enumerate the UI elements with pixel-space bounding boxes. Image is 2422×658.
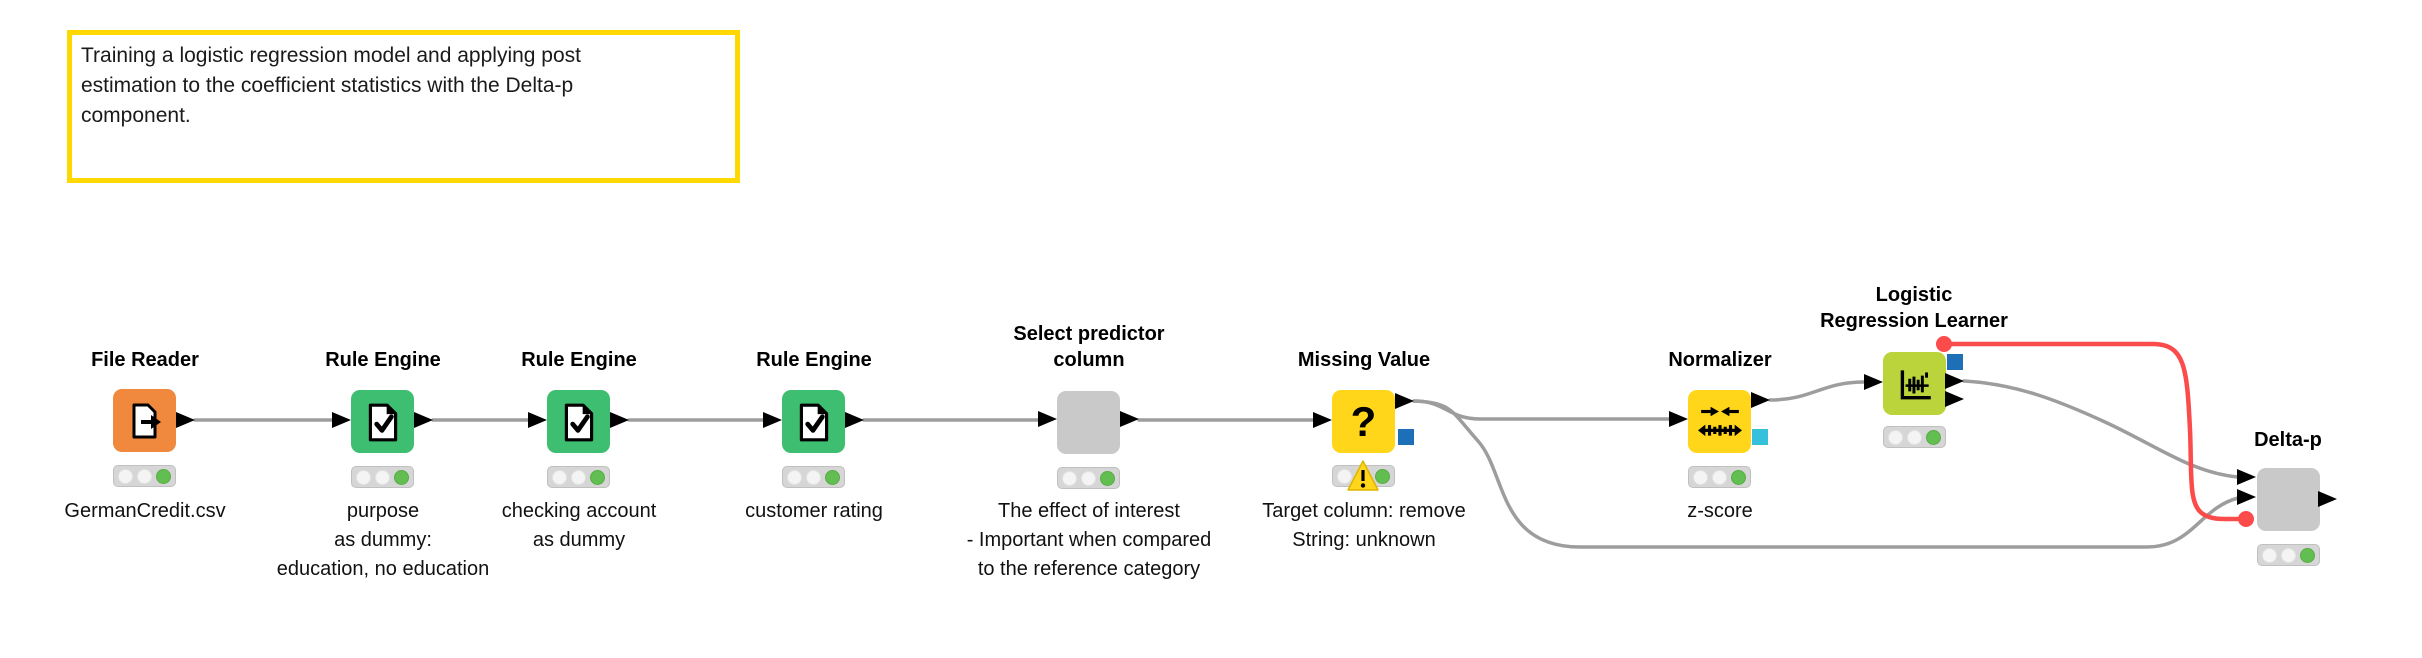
port-in-flow-variable-delta-p[interactable] xyxy=(2238,511,2254,527)
node-title-rule-engine-3[interactable]: Rule Engine xyxy=(756,349,872,371)
node-title-rule-engine-2[interactable]: Rule Engine xyxy=(521,349,637,371)
node-rule-engine-2[interactable] xyxy=(547,390,610,453)
file-export-icon xyxy=(132,403,161,438)
node-missing-value[interactable]: ? xyxy=(1332,390,1395,453)
status-dot-green xyxy=(394,469,409,485)
status-light-rule-engine-2 xyxy=(547,466,610,488)
port-in-1-delta-p[interactable] xyxy=(2237,469,2256,485)
port-in-rule-engine-2[interactable] xyxy=(528,412,547,428)
port-out-rule-engine-3[interactable] xyxy=(845,412,864,428)
node-title-file-reader[interactable]: File Reader xyxy=(91,349,199,371)
workflow-annotation[interactable]: Training a logistic regression model and… xyxy=(67,30,740,183)
status-dot-green xyxy=(1100,470,1115,486)
port-out-model-missing-value[interactable] xyxy=(1398,429,1414,445)
node-label-select-predictor-column[interactable]: The effect of interest - Important when … xyxy=(966,500,1212,580)
status-dot xyxy=(2281,547,2296,563)
status-dot-green xyxy=(825,469,840,485)
document-check-icon xyxy=(564,403,593,441)
node-normalizer[interactable] xyxy=(1688,390,1751,453)
node-select-predictor-column[interactable] xyxy=(1057,391,1120,454)
wire-learner-deltap-flowvariable[interactable] xyxy=(1948,341,2241,522)
status-light-rule-engine-3 xyxy=(782,466,845,488)
node-rule-engine-1[interactable] xyxy=(351,390,414,453)
node-title-delta-p[interactable]: Delta-p xyxy=(2254,429,2322,451)
node-label-rule-engine-2[interactable]: checking account as dummy xyxy=(501,500,657,551)
node-label-normalizer[interactable]: z-score xyxy=(1687,500,1753,522)
status-dot xyxy=(1888,429,1903,445)
wire-normalizer-learner[interactable] xyxy=(1768,380,1866,402)
status-dot xyxy=(137,468,152,484)
question-mark-icon: ? xyxy=(1350,397,1377,445)
status-dot xyxy=(1712,469,1727,485)
node-logistic-regression-learner[interactable] xyxy=(1883,352,1946,415)
port-out-model-logistic-regression-learner[interactable] xyxy=(1947,354,1963,370)
port-out-statistics-logistic-regression-learner[interactable] xyxy=(1945,391,1964,407)
port-out-select-predictor-column[interactable] xyxy=(1120,411,1139,427)
port-out-file-reader[interactable] xyxy=(176,412,195,428)
status-dot-green xyxy=(2300,547,2315,563)
document-check-icon xyxy=(368,403,397,441)
status-dot xyxy=(1693,469,1708,485)
status-dot xyxy=(787,469,802,485)
status-dot xyxy=(552,469,567,485)
node-label-file-reader[interactable]: GermanCredit.csv xyxy=(64,500,226,522)
status-dot xyxy=(375,469,390,485)
status-dot xyxy=(1081,470,1096,486)
status-dot xyxy=(806,469,821,485)
status-dot-green xyxy=(1375,468,1390,484)
port-in-missing-value[interactable] xyxy=(1313,412,1332,428)
port-out-data-missing-value[interactable] xyxy=(1395,393,1414,409)
status-dot xyxy=(1062,470,1077,486)
node-label-missing-value[interactable]: Target column: remove String: unknown xyxy=(1262,500,1466,551)
status-light-select-predictor-column xyxy=(1057,467,1120,489)
status-light-delta-p xyxy=(2257,544,2320,566)
regression-chart-icon xyxy=(1900,369,1931,399)
status-dot-green xyxy=(1731,469,1746,485)
node-title-missing-value[interactable]: Missing Value xyxy=(1297,349,1431,371)
status-light-normalizer xyxy=(1688,466,1751,488)
node-title-normalizer[interactable]: Normalizer xyxy=(1668,349,1772,371)
port-in-normalizer[interactable] xyxy=(1669,411,1688,427)
node-label-rule-engine-1[interactable]: purpose as dummy: education, no educatio… xyxy=(276,500,490,580)
port-out-delta-p[interactable] xyxy=(2318,491,2337,507)
workflow-annotation-text: Training a logistic regression model and… xyxy=(81,44,582,127)
status-light-rule-engine-1 xyxy=(351,466,414,488)
wire-missingvalue-deltap[interactable] xyxy=(1412,399,2240,549)
status-dot-green xyxy=(156,468,171,484)
status-dot-green xyxy=(1926,429,1941,445)
warning-icon xyxy=(1347,460,1379,491)
port-out-data-normalizer[interactable] xyxy=(1751,392,1770,408)
status-dot xyxy=(2262,547,2277,563)
normalizer-arrows-icon xyxy=(1697,406,1742,436)
document-check-icon xyxy=(799,403,828,441)
port-in-rule-engine-3[interactable] xyxy=(763,412,782,428)
status-dot xyxy=(571,469,586,485)
port-in-logistic-regression-learner[interactable] xyxy=(1864,374,1883,390)
node-delta-p[interactable] xyxy=(2257,468,2320,531)
node-file-reader[interactable] xyxy=(113,389,176,452)
node-label-rule-engine-3[interactable]: customer rating xyxy=(745,500,883,522)
port-out-rule-engine-2[interactable] xyxy=(610,412,629,428)
node-title-logistic-regression-learner[interactable]: Logistic Regression Learner xyxy=(1820,284,2008,332)
status-light-file-reader xyxy=(113,465,176,487)
status-dot xyxy=(1337,468,1352,484)
port-in-rule-engine-1[interactable] xyxy=(332,412,351,428)
status-dot xyxy=(356,469,371,485)
port-out-flow-variable-logistic-regression-learner[interactable] xyxy=(1936,336,1952,352)
status-dot-green xyxy=(590,469,605,485)
node-rule-engine-3[interactable] xyxy=(782,390,845,453)
port-out-model-normalizer[interactable] xyxy=(1752,429,1768,445)
port-out-coefficients-logistic-regression-learner[interactable] xyxy=(1945,373,1964,389)
status-dot xyxy=(1907,429,1922,445)
port-in-2-delta-p[interactable] xyxy=(2237,489,2256,505)
node-title-rule-engine-1[interactable]: Rule Engine xyxy=(325,349,441,371)
node-title-select-predictor-column[interactable]: Select predictor column xyxy=(1013,323,1165,371)
port-out-rule-engine-1[interactable] xyxy=(414,412,433,428)
port-in-select-predictor-column[interactable] xyxy=(1038,411,1057,427)
wire-learner-deltap[interactable] xyxy=(1962,379,2240,479)
status-light-logistic-regression-learner xyxy=(1883,426,1946,448)
status-dot xyxy=(118,468,133,484)
